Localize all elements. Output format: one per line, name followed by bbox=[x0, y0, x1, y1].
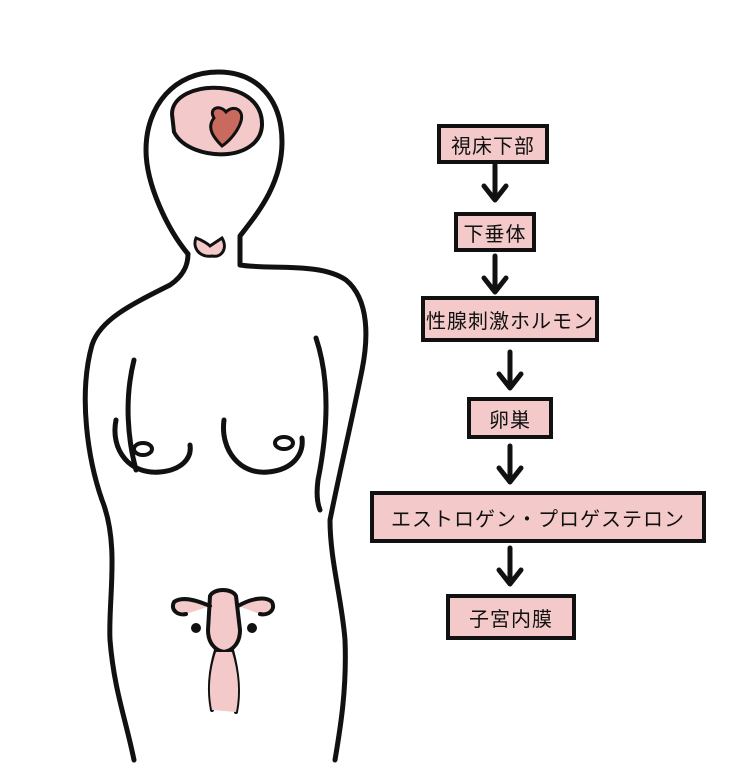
flow-arrows bbox=[481, 162, 524, 587]
flow-box-label: 卵巣 bbox=[489, 407, 531, 432]
uterus bbox=[205, 588, 243, 655]
arrow-5 bbox=[496, 545, 524, 587]
flow-box-estrogen-progesterone: エストロゲン・プロゲステロン bbox=[370, 491, 706, 543]
right-fallopian-tube bbox=[236, 596, 275, 617]
arrow-4 bbox=[496, 443, 524, 485]
thyroid bbox=[193, 235, 226, 258]
vagina-fill bbox=[209, 652, 239, 712]
left-arm-line bbox=[125, 357, 139, 473]
right-breast bbox=[221, 417, 305, 475]
flow-box-ovary: 卵巣 bbox=[467, 397, 553, 439]
arrow-2 bbox=[481, 253, 509, 295]
flow-box-pituitary: 下垂体 bbox=[454, 212, 536, 252]
right-arm-line bbox=[313, 335, 329, 513]
arrow-1 bbox=[481, 162, 509, 203]
right-ovary bbox=[247, 623, 257, 633]
flow-box-endometrium: 子宮内膜 bbox=[446, 594, 576, 640]
left-fallopian-tube bbox=[171, 597, 212, 617]
flow-box-label: エストロゲン・プロゲステロン bbox=[391, 506, 685, 531]
right-nipple bbox=[273, 435, 295, 451]
hypothalamus-heart bbox=[209, 106, 243, 148]
left-breast bbox=[112, 417, 193, 475]
body-outline-left bbox=[82, 251, 191, 763]
flow-box-label: 性腺刺激ホルモン bbox=[426, 308, 594, 333]
body-outline bbox=[143, 69, 369, 763]
flow-box-label: 視床下部 bbox=[451, 133, 535, 158]
left-nipple bbox=[132, 441, 154, 457]
left-ovary bbox=[191, 623, 201, 633]
arrow-3 bbox=[496, 349, 524, 391]
flow-box-hypothalamus: 視床下部 bbox=[437, 124, 549, 164]
flow-box-label: 子宮内膜 bbox=[469, 606, 553, 631]
flow-box-label: 下垂体 bbox=[463, 221, 527, 246]
flow-box-gonadotropin: 性腺刺激ホルモン bbox=[421, 296, 599, 342]
